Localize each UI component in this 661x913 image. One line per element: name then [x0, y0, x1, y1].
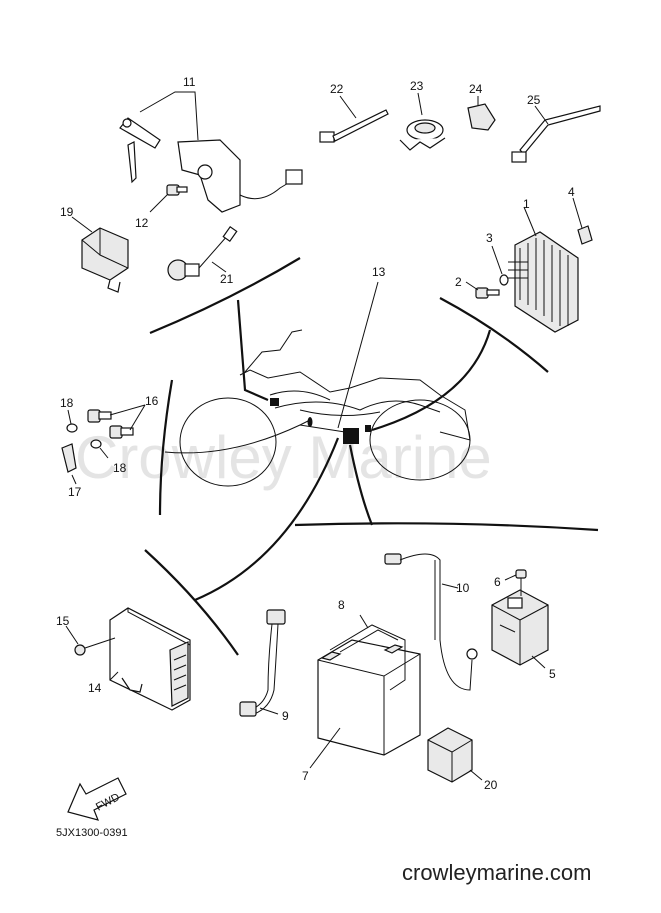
callout-8: 8 [338, 598, 345, 612]
harness-lead-lower [348, 444, 374, 526]
callout-25: 25 [527, 93, 541, 107]
callout-5: 5 [549, 667, 556, 681]
callout-2: 2 [455, 275, 462, 289]
callout-20: 20 [484, 778, 498, 792]
divider-bottom-right [294, 522, 599, 532]
callout-10: 10 [456, 581, 470, 595]
washer-18-upper [66, 409, 78, 433]
ecu-14 [109, 607, 191, 711]
callout-12: 12 [135, 216, 149, 230]
harness-lead-right [371, 329, 492, 432]
battery-cable-9 [239, 609, 286, 717]
callout-labels: 1 2 3 4 5 6 7 8 9 10 11 12 13 14 15 16 1… [56, 75, 575, 792]
cable-tie-22 [319, 95, 389, 143]
callout-23: 23 [410, 79, 424, 93]
watermark-text: Crowley Marine [75, 424, 492, 491]
callout-24: 24 [469, 82, 483, 96]
callout-16: 16 [145, 394, 159, 408]
relay-20 [427, 727, 483, 783]
callout-13: 13 [372, 265, 386, 279]
motorcycle-outline [164, 329, 471, 487]
divider-mid-left [158, 379, 174, 516]
sensor-16-lower [109, 404, 146, 439]
bolt-15 [65, 625, 116, 656]
harness-lead-lower-left [194, 437, 340, 602]
divider-top-right [439, 297, 549, 373]
callout-19: 19 [60, 205, 74, 219]
rectifier-regulator-1 [508, 206, 579, 333]
callout-11: 11 [183, 75, 196, 89]
callout-18-lower: 18 [113, 461, 127, 475]
clip-24 [467, 96, 496, 131]
callout-6: 6 [494, 575, 501, 589]
bolt-2 [465, 281, 500, 299]
callout-9: 9 [282, 709, 289, 723]
washer-18-lower [90, 439, 109, 459]
battery-cable-10 [384, 553, 478, 691]
band-25 [511, 105, 601, 163]
callout-3: 3 [486, 231, 493, 245]
callout-22: 22 [330, 82, 344, 96]
sensor-16-upper [87, 404, 146, 423]
bracket-17 [61, 443, 77, 485]
divider-top-left [149, 257, 301, 335]
callout-14: 14 [88, 681, 102, 695]
part-4 [572, 197, 593, 245]
fwd-arrow: FWD [67, 777, 127, 821]
callout-15: 15 [56, 614, 70, 628]
callout-17: 17 [68, 485, 82, 499]
washer-3 [491, 245, 509, 286]
starter-relay-5 [491, 589, 549, 669]
harness-lead-upper [236, 299, 269, 402]
clamp-23 [399, 92, 446, 151]
bolt-6 [504, 569, 527, 596]
leader-13 [337, 281, 379, 429]
callout-1: 1 [523, 197, 530, 211]
drawing-code: 5JX1300-0391 [56, 827, 128, 839]
battery-band-8 [329, 614, 406, 691]
battery-7 [309, 639, 421, 769]
relay-19 [71, 216, 129, 293]
callout-21: 21 [220, 272, 234, 286]
sensor-21 [167, 225, 238, 281]
callout-7: 7 [302, 769, 309, 783]
site-link[interactable]: crowleymarine.com [402, 860, 592, 885]
divider-bottom-left [144, 549, 239, 656]
callout-18-upper: 18 [60, 396, 74, 410]
main-switch-assembly [119, 91, 303, 213]
bolt-12 [149, 184, 188, 213]
callout-4: 4 [568, 185, 575, 199]
